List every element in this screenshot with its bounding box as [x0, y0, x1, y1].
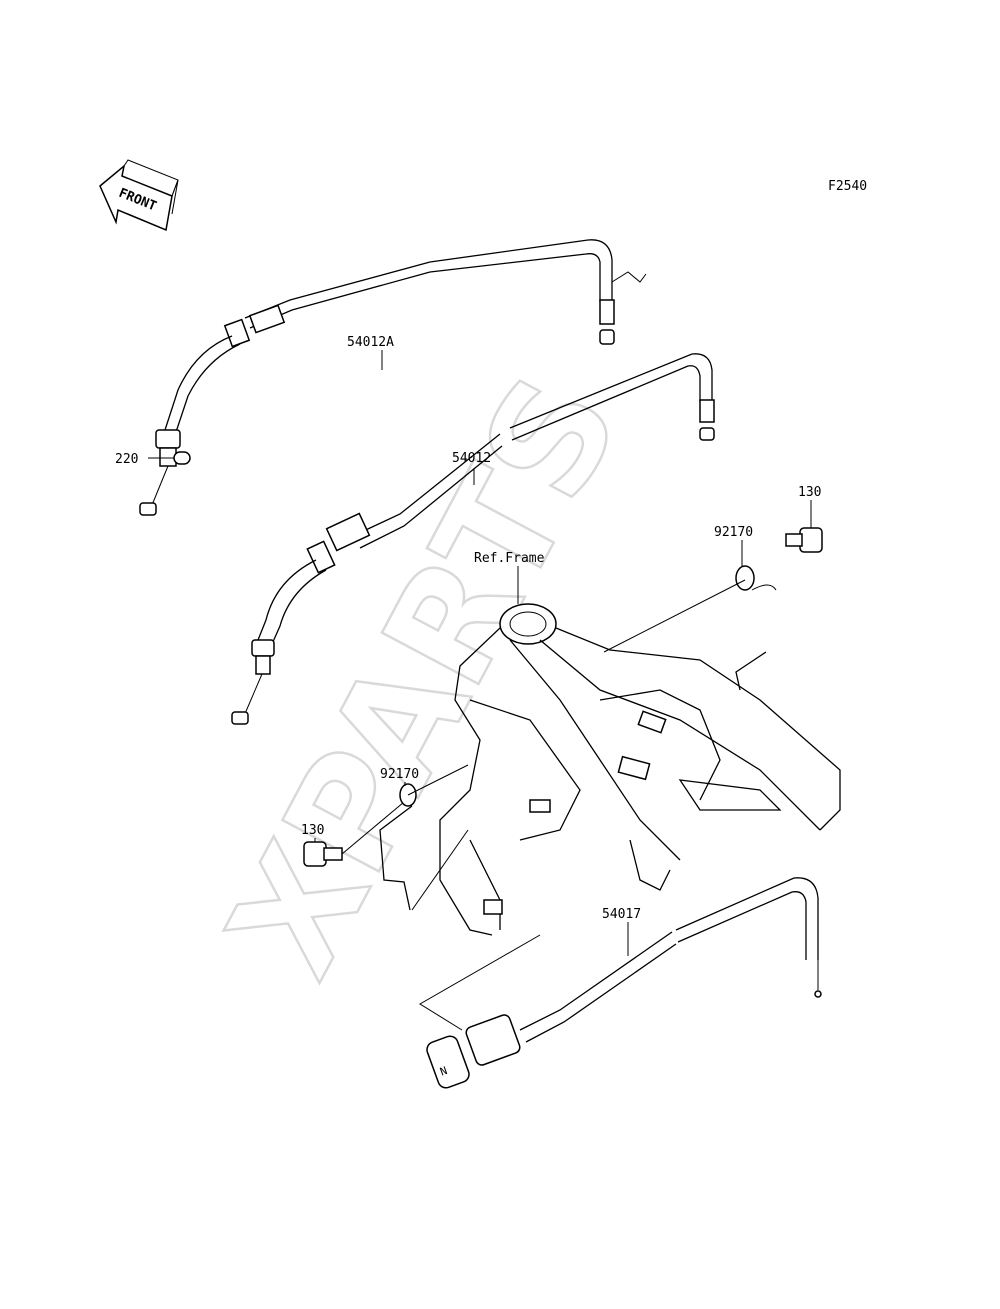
front-arrow-icon: FRONT — [99, 159, 179, 232]
label-130-right: 130 — [798, 485, 821, 500]
clamp-92170-right — [735, 565, 777, 591]
figure-code: F2540 — [828, 179, 867, 194]
bolt-130-right — [785, 527, 823, 553]
label-92170-left: 92170 — [380, 767, 419, 782]
bolt-130-left — [303, 841, 343, 867]
svg-text:N: N — [438, 1064, 449, 1078]
label-92170-right: 92170 — [714, 525, 753, 540]
label-ref-frame: Ref.Frame — [474, 551, 545, 566]
label-220: 220 — [115, 452, 138, 467]
label-54012: 54012 — [452, 451, 491, 466]
part-220 — [173, 451, 191, 465]
cable-54012 — [231, 353, 715, 725]
watermark-text: XPARTS — [196, 350, 653, 1003]
cable-54012A — [139, 239, 647, 516]
label-54017: 54017 — [602, 907, 641, 922]
label-130-left: 130 — [301, 823, 324, 838]
watermark: XPARTS — [195, 348, 655, 1003]
label-54012A: 54012A — [347, 335, 394, 350]
cable-54017: N — [426, 877, 822, 1089]
frame — [439, 603, 841, 936]
